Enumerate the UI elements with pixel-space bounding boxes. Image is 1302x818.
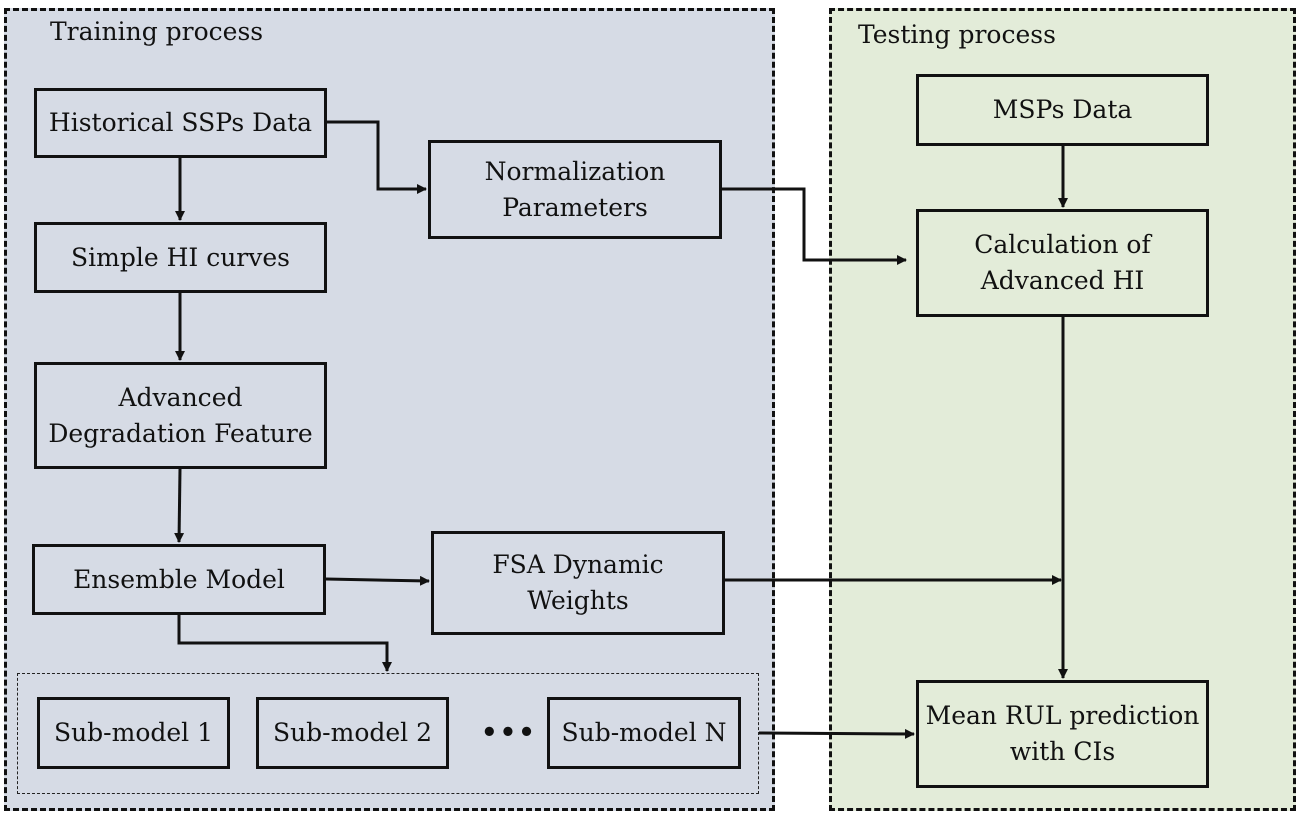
historical-ssps-data-box: Historical SSPs Data [34,88,327,158]
fsa-dynamic-weights-box: FSA Dynamic Weights [431,531,725,635]
ensemble-model-label: Ensemble Model [73,564,285,594]
advanced-degradation-feature-line2: Degradation Feature [48,418,313,448]
arrow-advanced-feature-to-ensemble [174,468,185,543]
training-process-title: Training process [50,17,264,46]
msps-data-label: MSPs Data [992,95,1133,124]
sub-model-1-box: Sub-model 1 [37,697,230,769]
advanced-degradation-feature-box: Advanced Degradation Feature [34,362,327,469]
historical-ssps-data-label: Historical SSPs Data [48,108,313,137]
normalization-parameters-line2: Parameters [502,192,648,222]
arrow-historical-to-normalization [327,120,427,194]
ensemble-model-box: Ensemble Model [32,544,326,615]
arrow-normalization-to-calculation [722,187,907,265]
mean-rul-prediction-line2: with CIs [1009,737,1116,766]
sub-model-n-label: Sub-model N [561,718,727,747]
ellipsis: ••• [481,718,537,748]
calculation-advanced-hi-line1: Calculation of [974,230,1151,259]
advanced-degradation-feature-line1: Advanced [118,382,243,412]
calculation-advanced-hi-line2: Advanced HI [980,266,1145,295]
arrow-submodels-to-mean-rul [758,728,915,739]
arrow-ensemble-to-submodels [177,615,392,672]
sub-model-group [17,673,759,794]
normalization-parameters-line1: Normalization [484,156,666,186]
sub-model-2-label: Sub-model 2 [272,718,433,747]
arrow-ensemble-to-fsa [325,575,430,586]
normalization-parameters-box: Normalization Parameters [428,140,722,239]
msps-data-box: MSPs Data [916,74,1209,146]
simple-hi-curves-box: Simple HI curves [34,222,327,293]
sub-model-2-box: Sub-model 2 [256,697,449,769]
testing-process-title: Testing process [858,20,1056,49]
sub-model-1-label: Sub-model 1 [53,718,214,747]
mean-rul-prediction-box: Mean RUL prediction with CIs [916,680,1209,788]
simple-hi-curves-label: Simple HI curves [71,242,290,272]
fsa-dynamic-weights-line2: Weights [527,586,629,615]
sub-model-n-box: Sub-model N [547,697,741,769]
fsa-dynamic-weights-line1: FSA Dynamic [492,550,664,579]
mean-rul-prediction-line1: Mean RUL prediction [925,701,1200,730]
calculation-advanced-hi-box: Calculation of Advanced HI [916,209,1209,317]
